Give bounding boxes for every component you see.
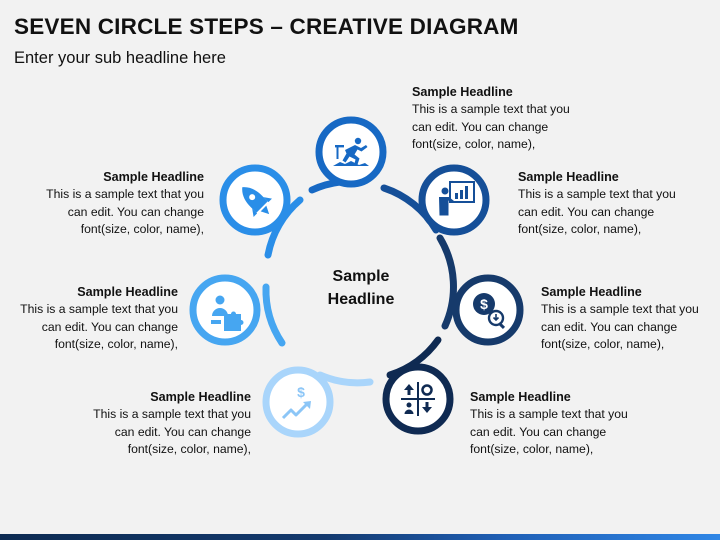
step-body-7-line1: This is a sample text that you: [46, 187, 204, 202]
step-headline-4: Sample Headline: [470, 390, 571, 404]
center-headline-line2: Headline: [327, 291, 395, 308]
step-headline-2: Sample Headline: [518, 170, 619, 184]
step-headline-5: Sample Headline: [150, 390, 251, 404]
step-body-5-line3: font(size, color, name),: [127, 442, 251, 457]
step-body-1-line3: font(size, color, name),: [412, 137, 536, 152]
step-body-5-line2: can edit. You can change: [114, 424, 251, 439]
ring-arc-4: [316, 371, 374, 387]
step-body-3-line2: can edit. You can change: [541, 319, 678, 334]
step-circle-2-ring: [418, 164, 490, 236]
step-text-1: Sample Headline This is a sample text th…: [412, 84, 612, 154]
rocket-icon: [242, 187, 272, 217]
person-puzzle-icon: [211, 295, 244, 331]
step-circle-1: [315, 116, 387, 188]
step-body-1-line1: This is a sample text that you: [412, 102, 570, 117]
step-text-4: Sample Headline This is a sample text th…: [470, 389, 670, 459]
step-headline-1: Sample Headline: [412, 85, 513, 99]
dollar-search-icon: $: [473, 293, 506, 330]
step-headline-7: Sample Headline: [103, 170, 204, 184]
step-body-5-line1: This is a sample text that you: [93, 407, 251, 422]
step-body-4-line2: can edit. You can change: [470, 424, 607, 439]
step-headline-3: Sample Headline: [541, 285, 642, 299]
step-body-6-line2: can edit. You can change: [41, 319, 178, 334]
step-circle-5-ring: [262, 366, 334, 438]
strategy-grid-icon: [401, 382, 435, 416]
step-headline-6: Sample Headline: [77, 285, 178, 299]
step-body-2-line3: font(size, color, name),: [518, 222, 642, 237]
dollar-growth-icon: $: [281, 384, 311, 420]
footer-accent-bar: [0, 534, 720, 540]
step-circle-6: [189, 274, 261, 346]
step-body-7-line2: can edit. You can change: [67, 204, 204, 219]
step-circle-5: $: [262, 366, 334, 438]
step-circle-2: [418, 164, 490, 236]
page-title: SEVEN CIRCLE STEPS – CREATIVE DIAGRAM: [14, 14, 519, 39]
step-text-7: Sample Headline This is a sample text th…: [4, 169, 204, 239]
center-headline: Sample Headline: [300, 265, 422, 311]
step-body-3-line3: font(size, color, name),: [541, 337, 665, 352]
step-body-4-line3: font(size, color, name),: [470, 442, 594, 457]
step-body-2-line1: This is a sample text that you: [518, 187, 676, 202]
step-body-3-line1: This is a sample text that you: [541, 302, 699, 317]
step-circle-4: [382, 363, 454, 435]
svg-text:$: $: [480, 296, 488, 312]
ring-arc-2: [436, 234, 457, 330]
running-hurdle-icon: [333, 137, 369, 166]
step-body-1-line2: can edit. You can change: [412, 119, 549, 134]
step-text-5: Sample Headline This is a sample text th…: [51, 389, 251, 459]
step-text-6: Sample Headline This is a sample text th…: [0, 284, 178, 354]
page-subtitle: Enter your sub headline here: [14, 49, 226, 67]
step-text-2: Sample Headline This is a sample text th…: [518, 169, 718, 239]
step-body-6-line3: font(size, color, name),: [54, 337, 178, 352]
svg-text:$: $: [297, 384, 305, 400]
step-circle-3: $: [452, 274, 524, 346]
presentation-chart-icon: [439, 181, 475, 216]
step-circle-7: [219, 164, 291, 236]
ring-arc-5: [262, 283, 286, 347]
step-text-3: Sample Headline This is a sample text th…: [541, 284, 720, 354]
step-body-4-line1: This is a sample text that you: [470, 407, 628, 422]
step-body-7-line3: font(size, color, name),: [80, 222, 204, 237]
step-body-2-line2: can edit. You can change: [518, 204, 655, 219]
step-body-6-line1: This is a sample text that you: [20, 302, 178, 317]
center-headline-line1: Sample: [332, 268, 390, 285]
